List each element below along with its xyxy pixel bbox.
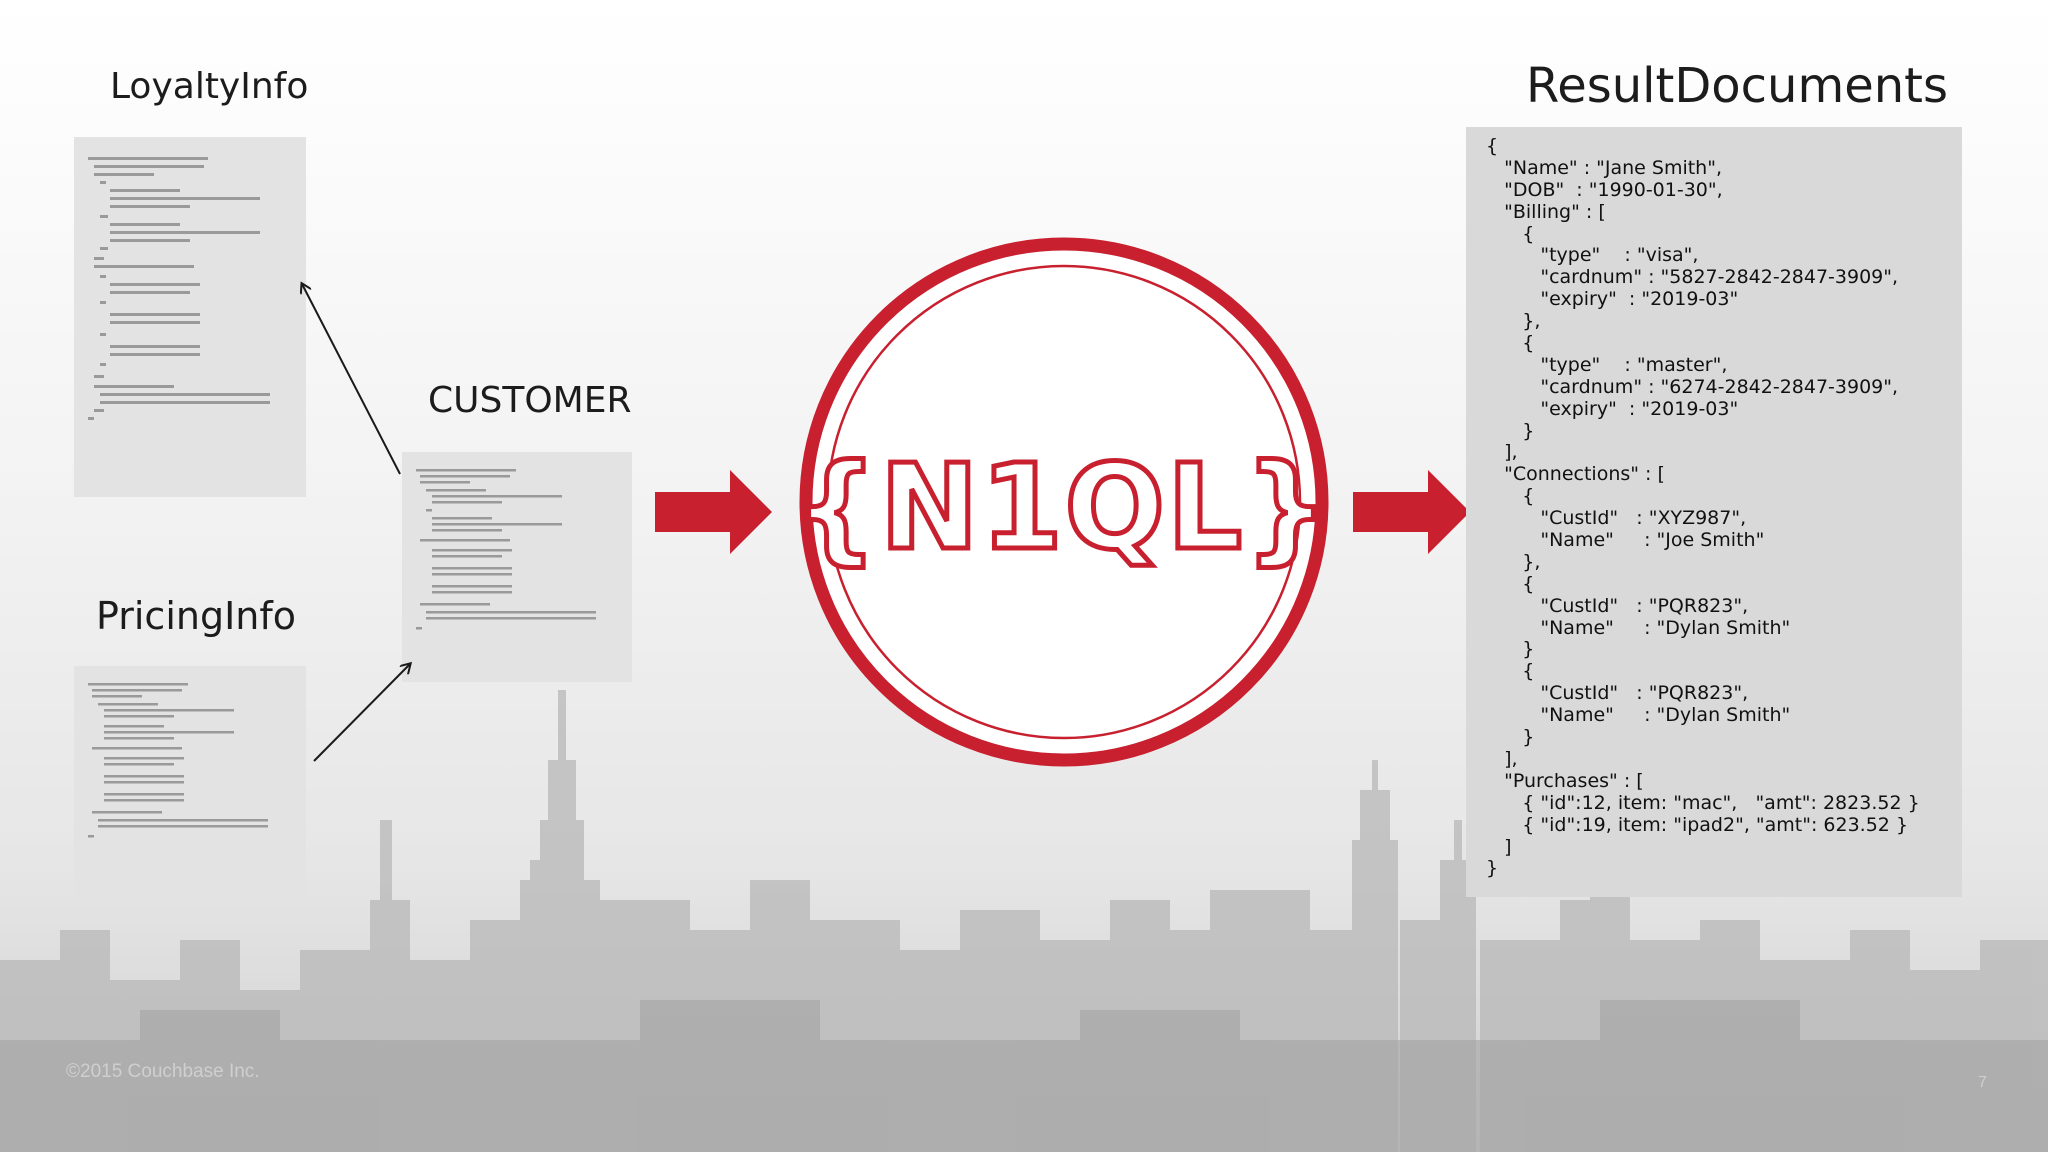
result-line: "CustId" : "PQR823",: [1486, 682, 1749, 705]
copyright-text: ©2015 Couchbase Inc.: [66, 1061, 260, 1082]
result-line: {: [1486, 332, 1535, 355]
result-line: "Name" : "Jane Smith",: [1486, 156, 1723, 179]
result-line: }: [1486, 857, 1499, 880]
result-line: ]: [1486, 835, 1512, 858]
result-line: },: [1486, 310, 1541, 333]
result-line: ],: [1486, 747, 1518, 770]
result-line: "Name" : "Dylan Smith": [1486, 704, 1791, 727]
result-line: "expiry" : "2019-03": [1486, 288, 1739, 311]
result-line: "Name" : "Joe Smith": [1486, 529, 1765, 552]
result-line: {: [1486, 222, 1535, 245]
result-line: ],: [1486, 441, 1518, 464]
page-number: 7: [1978, 1074, 1987, 1091]
document-texture: [416, 468, 596, 630]
pricing-info-label: PricingInfo: [96, 594, 297, 638]
result-line: "type" : "visa",: [1486, 244, 1699, 267]
result-line: "cardnum" : "5827-2842-2847-3909",: [1486, 266, 1899, 289]
result-line: }: [1486, 726, 1535, 749]
result-line: "Name" : "Dylan Smith": [1486, 616, 1791, 639]
customer-to-loyalty-arrow: [302, 284, 401, 475]
loyalty-info-label: LoyaltyInfo: [110, 66, 309, 107]
result-line: { "id":19, item: "ipad2", "amt": 623.52 …: [1486, 813, 1909, 836]
document-texture: [88, 682, 268, 838]
result-line: {: [1486, 572, 1535, 595]
result-line: "Purchases" : [: [1486, 769, 1644, 792]
result-document-panel: { "Name" : "Jane Smith", "DOB" : "1990-0…: [1466, 127, 1962, 897]
pricing-info-document-thumbnail: [74, 666, 306, 896]
result-line: "DOB" : "1990-01-30",: [1486, 178, 1723, 201]
n1ql-logo-text: {N1QL}: [794, 438, 1330, 576]
result-line: { "id":12, item: "mac", "amt": 2823.52 }: [1486, 791, 1920, 814]
customer-label: CUSTOMER: [428, 380, 632, 421]
result-line: }: [1486, 638, 1535, 661]
result-line: "Connections" : [: [1486, 463, 1665, 486]
result-documents-label: ResultDocuments: [1526, 58, 1948, 114]
result-line: "CustId" : "XYZ987",: [1486, 507, 1747, 530]
result-line: "cardnum" : "6274-2842-2847-3909",: [1486, 375, 1899, 398]
input-arrow: [655, 470, 772, 554]
result-line: "type" : "master",: [1486, 353, 1728, 376]
customer-document-thumbnail: [402, 452, 632, 682]
result-line: },: [1486, 550, 1541, 573]
result-line: "Billing" : [: [1486, 200, 1606, 223]
result-line: {: [1486, 135, 1499, 157]
result-line: "CustId" : "PQR823",: [1486, 594, 1749, 617]
document-texture: [88, 157, 270, 420]
n1ql-logo: [799, 237, 1329, 767]
loyalty-info-document-thumbnail: [74, 137, 306, 497]
pricing-to-customer-arrow: [313, 664, 410, 762]
result-line: "expiry" : "2019-03": [1486, 397, 1739, 420]
output-arrow: [1353, 470, 1470, 554]
result-line: {: [1486, 485, 1535, 508]
result-line: }: [1486, 419, 1535, 442]
result-line: {: [1486, 660, 1535, 683]
